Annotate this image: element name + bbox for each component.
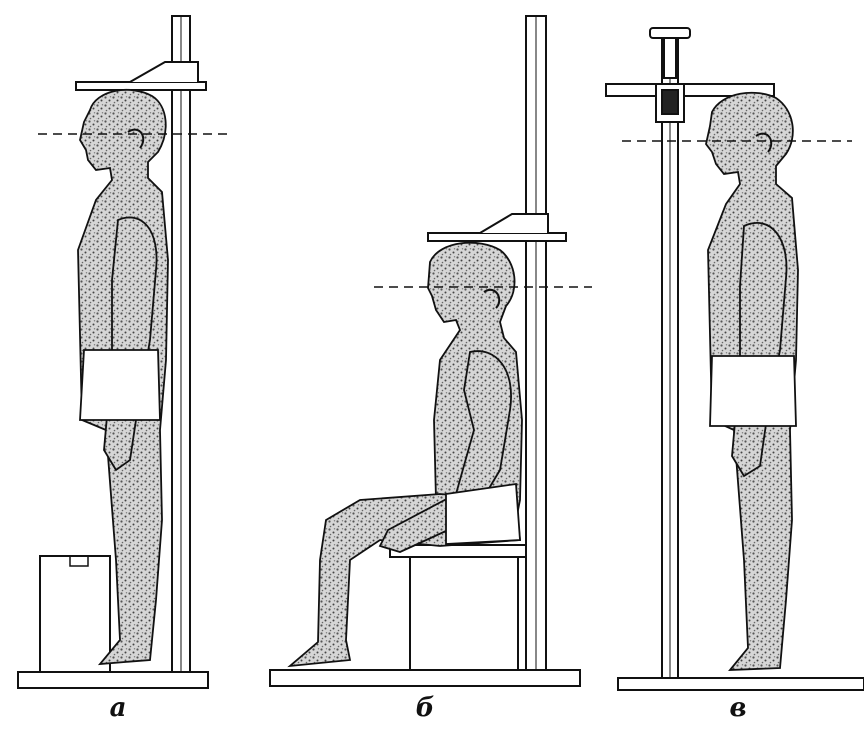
panel-c <box>606 28 864 690</box>
panel-b <box>270 16 592 686</box>
base-plate-a <box>18 672 208 688</box>
base-plate-c <box>618 678 864 690</box>
head-bar-b <box>428 233 566 241</box>
panel-a <box>18 16 228 688</box>
head-bar-a <box>76 82 206 90</box>
step-box-a <box>40 556 110 672</box>
seated-person-b <box>290 243 522 666</box>
standing-person-c <box>706 93 798 670</box>
caption-b: б <box>405 693 445 723</box>
chair-b <box>390 545 526 670</box>
caption-c: в <box>718 693 758 723</box>
base-plate-b <box>270 670 580 686</box>
caption-a: а <box>98 693 138 723</box>
